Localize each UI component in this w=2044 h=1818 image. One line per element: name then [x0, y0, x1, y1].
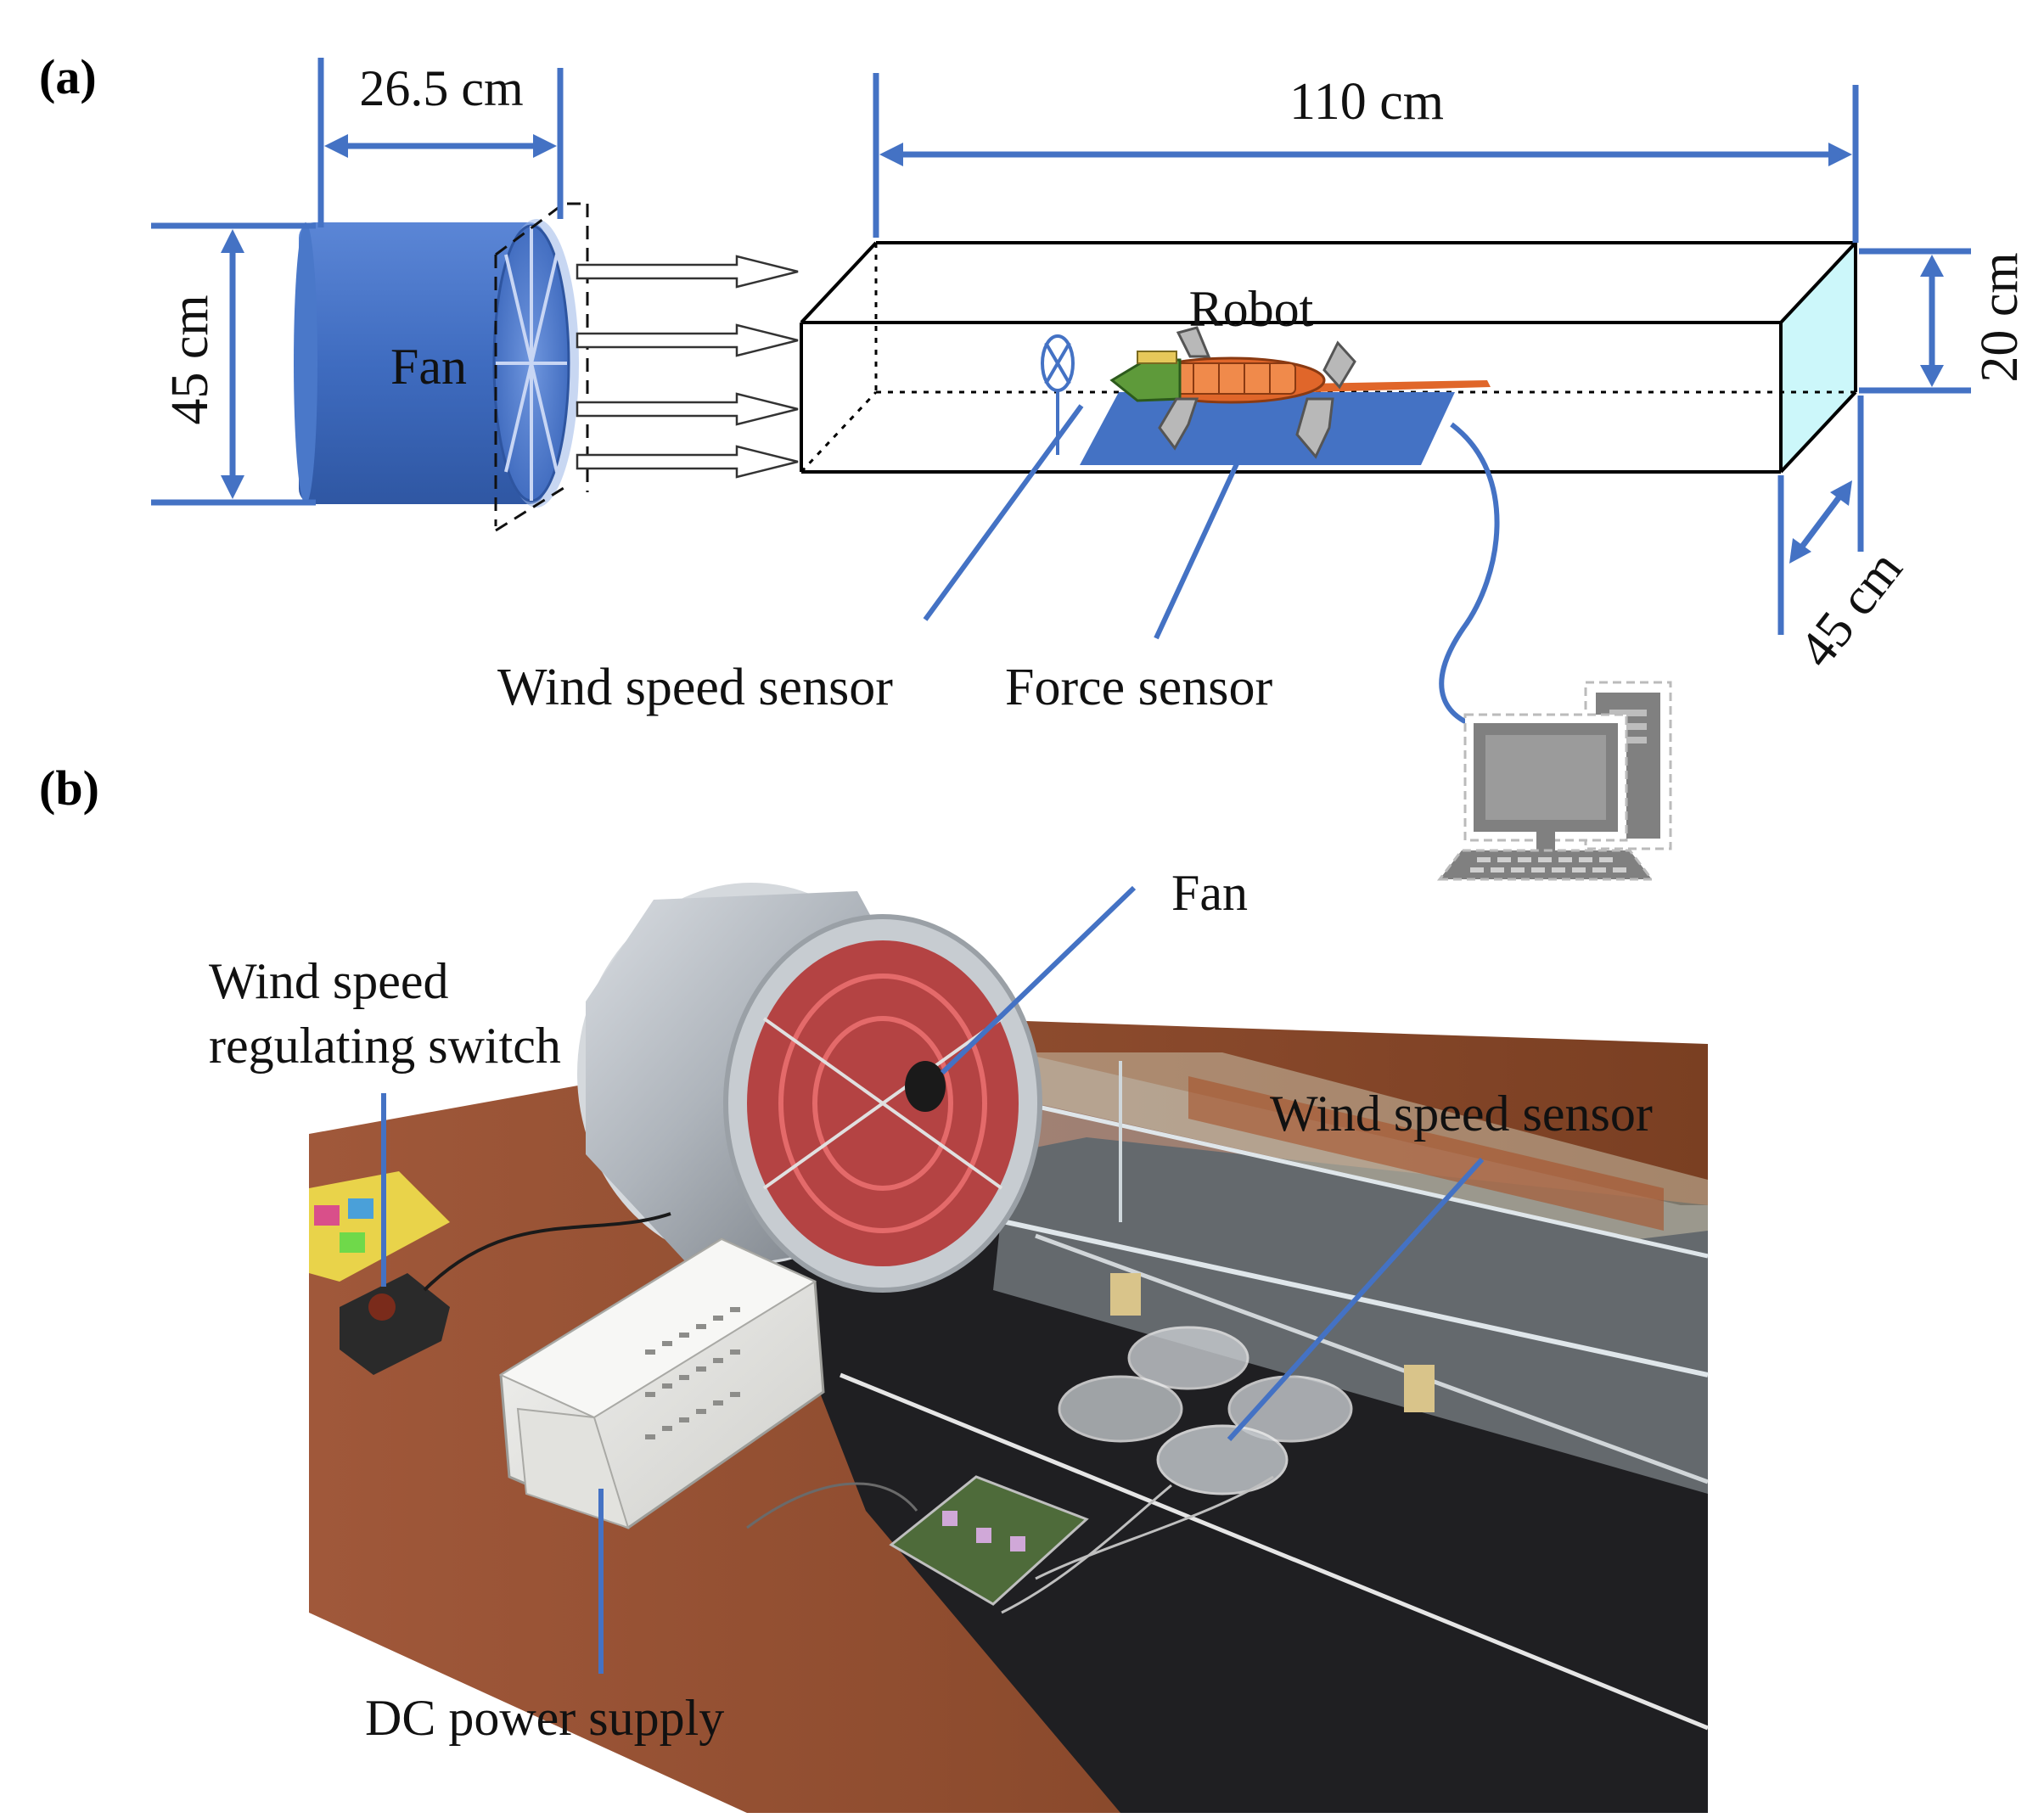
airflow-arrows: [576, 255, 799, 479]
force-sensor-label: Force sensor: [1005, 659, 1272, 716]
panel-label-b: (b): [39, 760, 99, 816]
tunnel-length-dimension: [873, 73, 1859, 243]
photo-wind-sensor-label: Wind speed sensor: [1270, 1086, 1653, 1142]
fan-depth-dimension: [317, 58, 564, 227]
force-sensor-leader: [1154, 457, 1242, 640]
force-sensor-plate: [1080, 392, 1455, 465]
wind-speed-sensor-icon: [1041, 334, 1075, 455]
fan-illustration: [294, 202, 589, 532]
computer-icon: [1436, 681, 1672, 881]
tunnel-length-label: 110 cm: [1289, 73, 1444, 131]
photo-fan-leader: [940, 885, 1137, 1075]
robot-illustration: [1109, 326, 1491, 459]
photo-fan-label: Fan: [1171, 865, 1248, 921]
photo-switch-label-line2: regulating switch: [209, 1018, 561, 1074]
tunnel-width-dimension: [1777, 396, 1864, 635]
data-cable: [1439, 422, 1500, 732]
wind-speed-sensor-label: Wind speed sensor: [497, 659, 893, 716]
fan-depth-label: 26.5 cm: [359, 60, 523, 116]
fan-height-label: 45 cm: [161, 295, 219, 424]
wind-tunnel: [800, 241, 1857, 474]
fan-label: Fan: [390, 339, 467, 395]
photo-wind-sensor-leader: [1227, 1157, 1485, 1442]
tunnel-width-label: 45 cm: [1788, 540, 1913, 678]
photo-psu-label: DC power supply: [365, 1690, 724, 1746]
robot-label: Robot: [1189, 281, 1314, 337]
tunnel-height-dimension: [1859, 248, 1971, 394]
experimental-setup-photo: [309, 883, 1709, 1813]
wind-speed-sensor-leader: [923, 404, 1084, 621]
photo-switch-label-line1: Wind speed: [209, 953, 449, 1009]
tunnel-height-label: 20 cm: [1971, 252, 2029, 382]
panel-label-a: (a): [39, 49, 97, 104]
fan-height-dimension: [151, 222, 316, 506]
